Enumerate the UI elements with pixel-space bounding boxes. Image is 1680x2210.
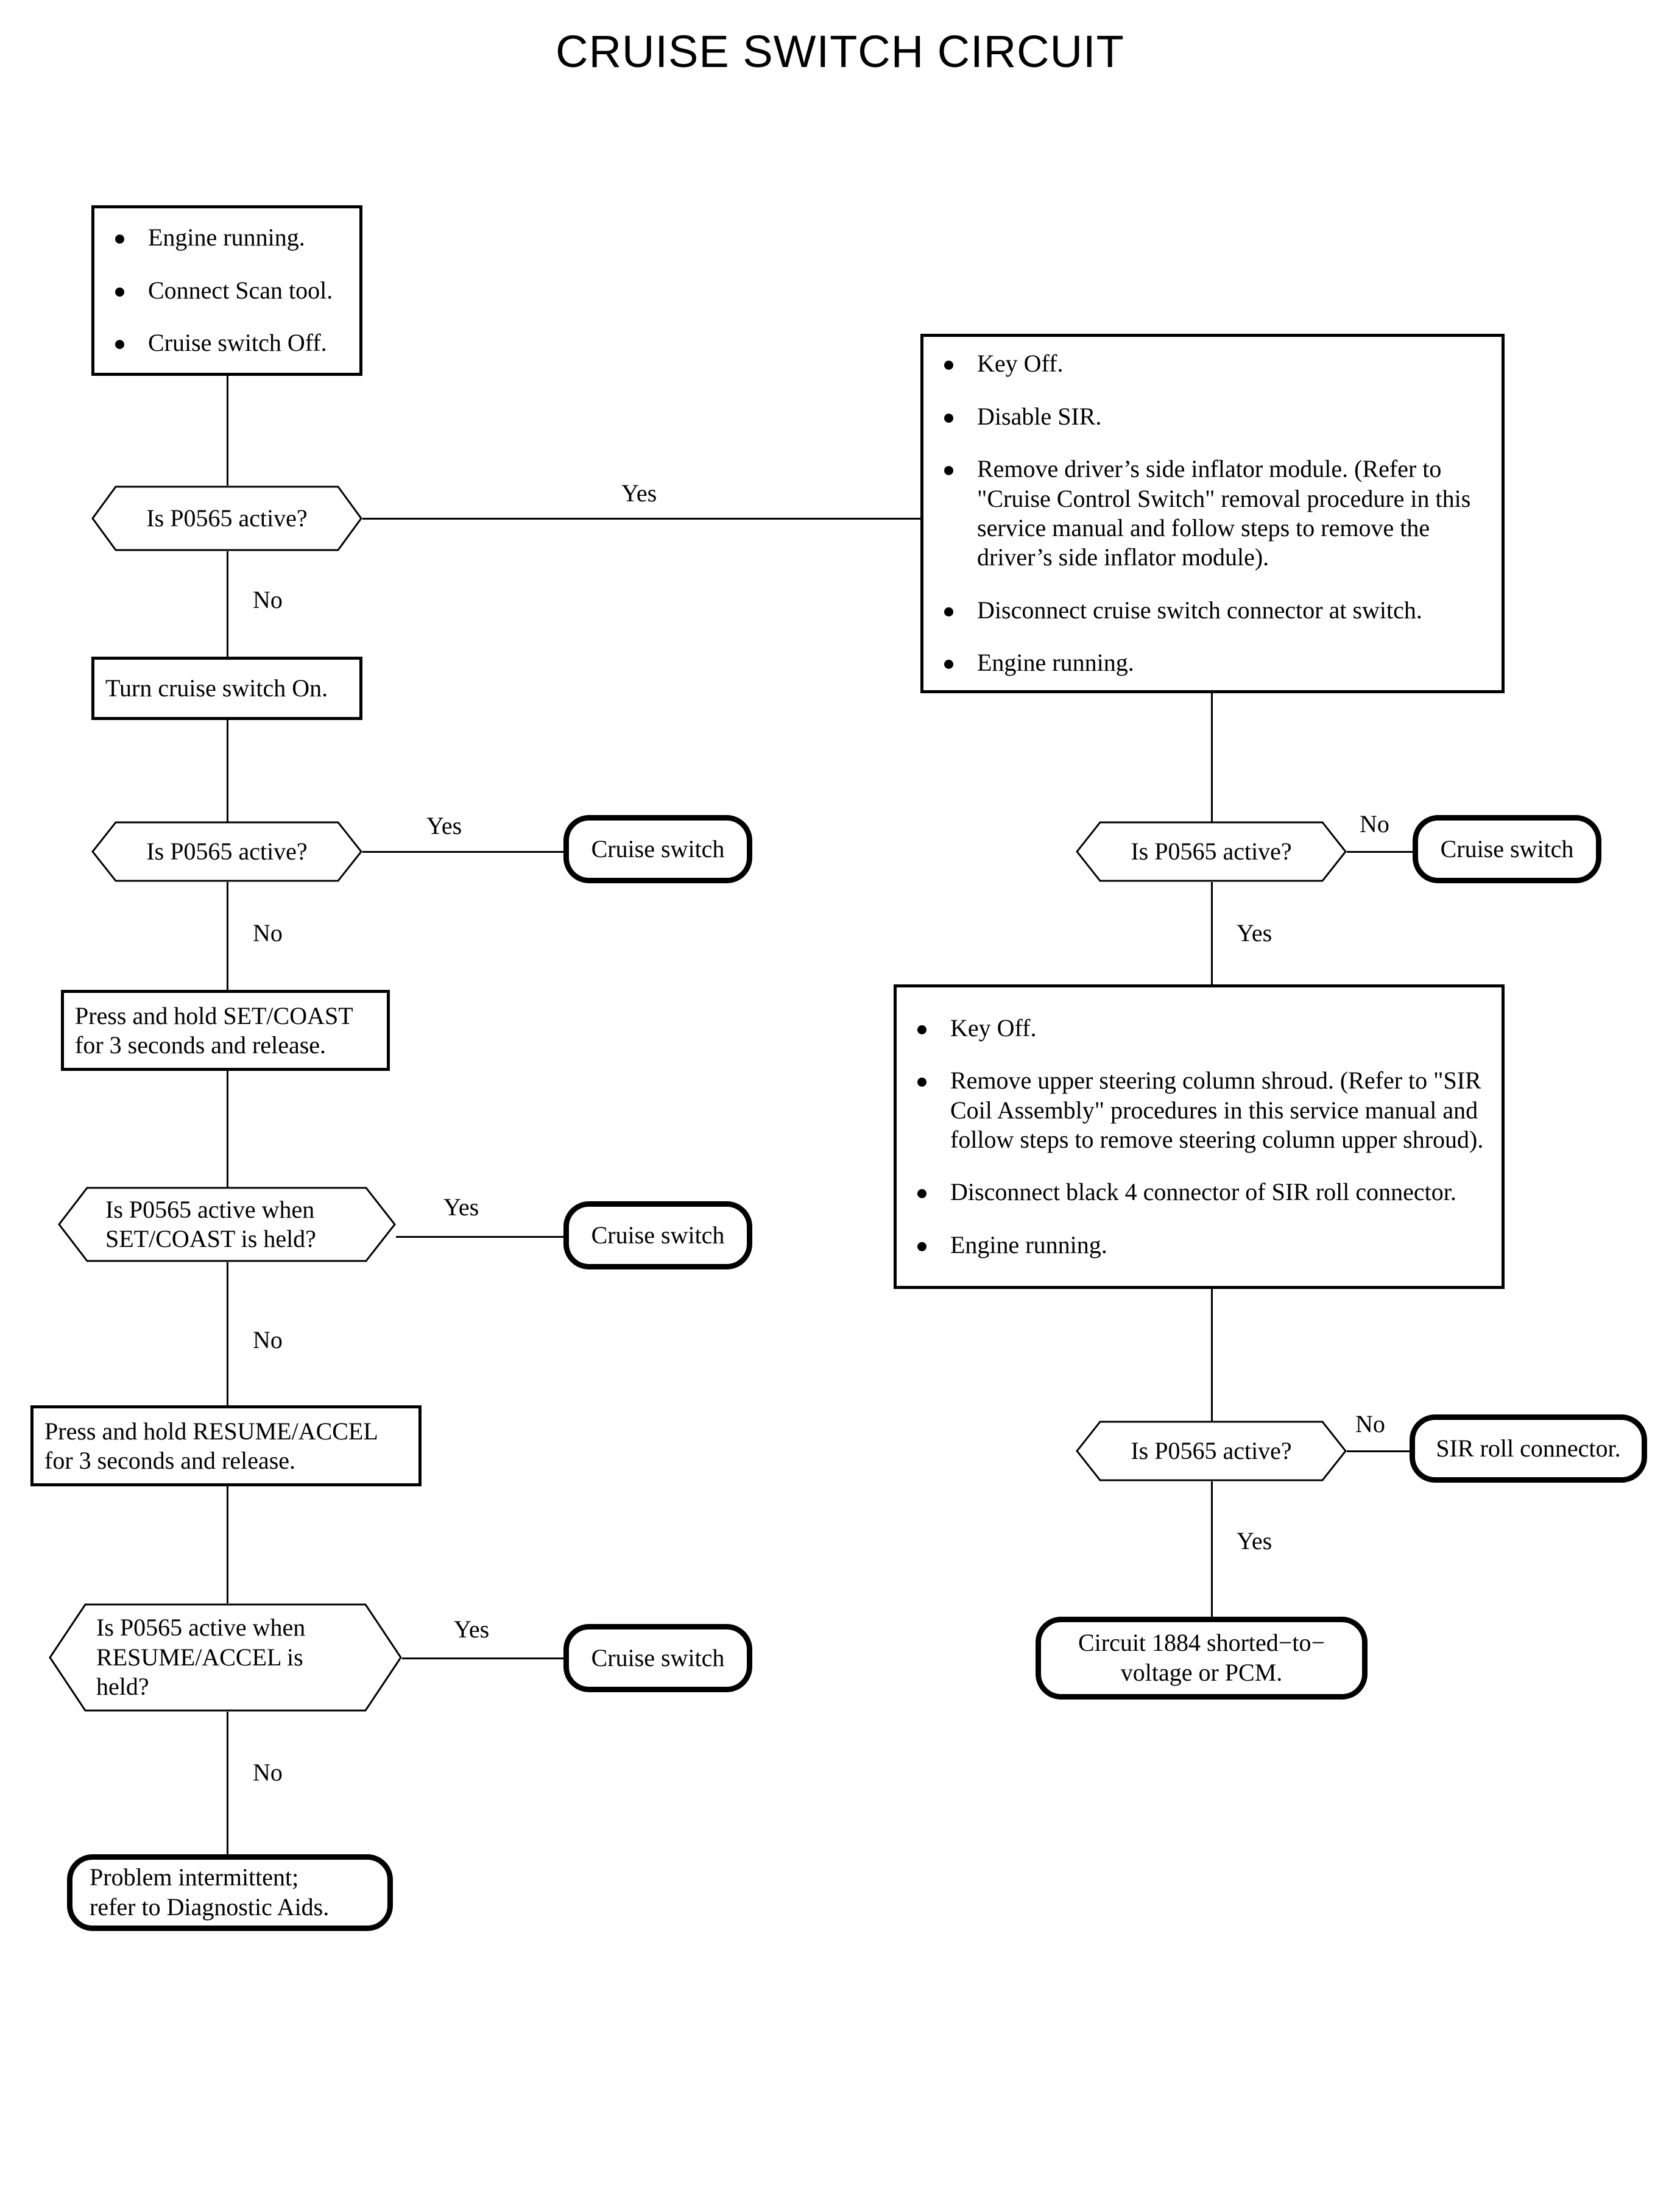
list-item: Cruise switch Off. [113,328,344,358]
bullet-icon [944,361,953,370]
connector-decision3-no [227,1262,228,1405]
decision-2-is-p0565-active[interactable]: Is P0565 active? [91,821,362,882]
edge-label-decision2-no: No [253,919,283,947]
bullet-icon [944,607,953,616]
connector-decision3-yes [396,1236,563,1238]
list-item: Engine running. [942,648,1486,677]
press-set-coast-box: Press and hold SET/COAST for 3 seconds a… [61,990,390,1071]
edge-label-decision5-yes: Yes [1237,919,1272,947]
bullet-icon [917,1078,926,1087]
connector-decision1-yes [362,518,920,520]
list-item: Key Off. [942,349,1486,378]
list-item: Connect Scan tool. [113,276,344,305]
press-resume-accel-text: Press and hold RESUME/ACCEL for 3 second… [44,1417,378,1474]
connector-decision5-yes [1211,882,1213,984]
decision-3-p0565-when-set-coast-held[interactable]: Is P0565 active when SET/COAST is held? [58,1187,396,1262]
hexagon-shape [1076,1421,1347,1481]
edge-label-decision3-yes: Yes [443,1193,479,1221]
list-item: Engine running. [915,1230,1486,1260]
bullet-icon [115,235,124,244]
list-item: Disconnect black 4 connector of SIR roll… [915,1177,1486,1207]
edge-label-decision5-no: No [1360,810,1389,838]
list-item: Key Off. [915,1014,1486,1043]
press-resume-accel-box: Press and hold RESUME/ACCEL for 3 second… [30,1405,422,1486]
edge-label-decision4-yes: Yes [454,1615,490,1643]
terminal-circuit-1884: Circuit 1884 shorted−to− voltage or PCM. [1036,1617,1368,1700]
connector-resumeaccel-to-decision4 [227,1486,228,1603]
connector-shroud-to-decision6 [1211,1289,1213,1422]
decision-4-p0565-when-resume-accel-held[interactable]: Is P0565 active when RESUME/ACCEL is hel… [49,1603,402,1712]
edge-label-decision6-no: No [1355,1410,1385,1438]
connector-disablesir-to-decision5 [1211,693,1213,822]
remove-shroud-box: Key Off. Remove upper steering column sh… [894,984,1505,1289]
connector-turnon-to-decision2 [227,720,228,822]
bullet-icon [917,1025,926,1034]
bullet-icon [944,466,953,476]
decision-6-is-p0565-active[interactable]: Is P0565 active? [1076,1421,1347,1481]
connector-decision6-no [1347,1450,1410,1452]
terminal-sir-roll-connector: SIR roll connector. [1410,1414,1647,1483]
list-item: Engine running. [113,223,344,252]
bullet-icon [944,413,953,423]
page-title: CRUISE SWITCH CIRCUIT [556,26,1124,77]
connector-decision4-no [227,1712,228,1854]
edge-label-decision4-no: No [253,1759,283,1786]
hexagon-shape [91,821,362,882]
edge-label-decision3-no: No [253,1326,283,1354]
bullet-icon [917,1241,926,1251]
edge-label-decision1-no: No [253,586,283,613]
connector-start-to-decision1 [227,376,228,485]
terminal-cruise-switch-1: Cruise switch [563,815,752,883]
list-item: Remove upper steering column shroud. (Re… [915,1066,1486,1154]
remove-shroud-list: Key Off. Remove upper steering column sh… [897,1014,1502,1260]
bullet-icon [115,287,124,297]
terminal-cruise-switch-4: Cruise switch [1413,815,1601,883]
list-item: Disable SIR. [942,402,1486,431]
connector-decision5-no [1347,851,1413,853]
disable-sir-box: Key Off. Disable SIR. Remove driver’s si… [920,334,1505,693]
terminal-cruise-switch-3: Cruise switch [563,1624,752,1692]
connector-decision2-yes [362,851,563,853]
edge-label-decision1-yes: Yes [621,479,657,507]
bullet-icon [944,659,953,669]
press-set-coast-text: Press and hold SET/COAST for 3 seconds a… [75,1001,353,1059]
turn-cruise-switch-on-box: Turn cruise switch On. [91,657,362,720]
decision-5-is-p0565-active[interactable]: Is P0565 active? [1076,821,1347,882]
bullet-icon [115,339,124,349]
list-item: Remove driver’s side inflator module. (R… [942,454,1486,573]
start-conditions-box: Engine running. Connect Scan tool. Cruis… [91,205,362,376]
hexagon-shape [91,485,362,551]
hexagon-shape [49,1603,402,1712]
terminal-cruise-switch-2: Cruise switch [563,1201,752,1269]
connector-decision4-yes [402,1658,563,1659]
list-item: Disconnect cruise switch connector at sw… [942,596,1486,625]
connector-setcoast-to-decision3 [227,1071,228,1188]
hexagon-shape [1076,821,1347,882]
edge-label-decision6-yes: Yes [1237,1527,1272,1555]
hexagon-shape [58,1187,396,1262]
connector-decision1-no [227,551,228,657]
connector-decision6-yes [1211,1481,1213,1617]
start-conditions-list: Engine running. Connect Scan tool. Cruis… [94,223,359,358]
bullet-icon [917,1189,926,1199]
turn-cruise-switch-on-text: Turn cruise switch On. [105,674,328,702]
decision-1-is-p0565-active[interactable]: Is P0565 active? [91,485,362,551]
terminal-problem-intermittent: Problem intermittent; refer to Diagnosti… [67,1854,393,1931]
connector-decision2-no [227,882,228,990]
disable-sir-list: Key Off. Disable SIR. Remove driver’s si… [923,349,1502,677]
edge-label-decision2-yes: Yes [426,812,462,839]
